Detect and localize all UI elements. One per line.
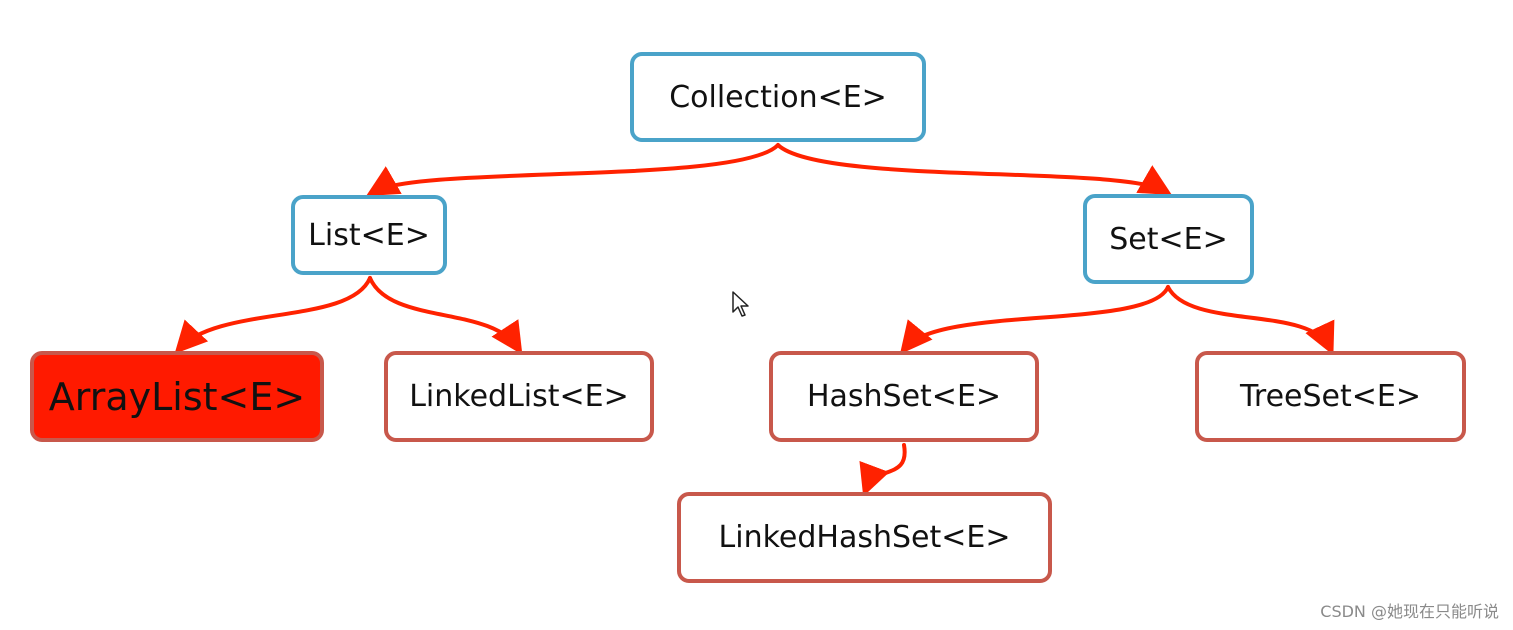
edge-hashset-linkedhashset bbox=[859, 443, 907, 497]
edge-list-linkedlist bbox=[368, 276, 523, 355]
mouse-pointer-icon bbox=[732, 291, 749, 317]
node-arraylist: ArrayList<E> bbox=[30, 351, 324, 442]
node-linkedlist-label: LinkedList<E> bbox=[409, 379, 629, 414]
node-list: List<E> bbox=[291, 195, 447, 275]
node-hashset: HashSet<E> bbox=[769, 351, 1039, 442]
node-arraylist-label: ArrayList<E> bbox=[48, 374, 306, 419]
edge-set-treeset bbox=[1166, 285, 1335, 356]
node-treeset: TreeSet<E> bbox=[1195, 351, 1466, 442]
edge-collection-list bbox=[366, 143, 780, 196]
node-treeset-label: TreeSet<E> bbox=[1240, 379, 1421, 414]
node-hashset-label: HashSet<E> bbox=[806, 379, 1002, 414]
node-set: Set<E> bbox=[1083, 194, 1254, 284]
node-list-label: List<E> bbox=[308, 217, 430, 253]
node-linkedlist: LinkedList<E> bbox=[384, 351, 654, 442]
node-linkedhashset-label: LinkedHashSet<E> bbox=[718, 520, 1011, 555]
node-collection: Collection<E> bbox=[630, 52, 926, 142]
edge-set-hashset bbox=[899, 285, 1170, 355]
edge-list-arraylist bbox=[174, 276, 372, 354]
watermark: CSDN @她现在只能听说 bbox=[1320, 602, 1499, 621]
node-set-label: Set<E> bbox=[1109, 221, 1228, 257]
edge-collection-set bbox=[776, 143, 1172, 195]
node-linkedhashset: LinkedHashSet<E> bbox=[677, 492, 1052, 583]
node-collection-label: Collection<E> bbox=[669, 79, 887, 115]
